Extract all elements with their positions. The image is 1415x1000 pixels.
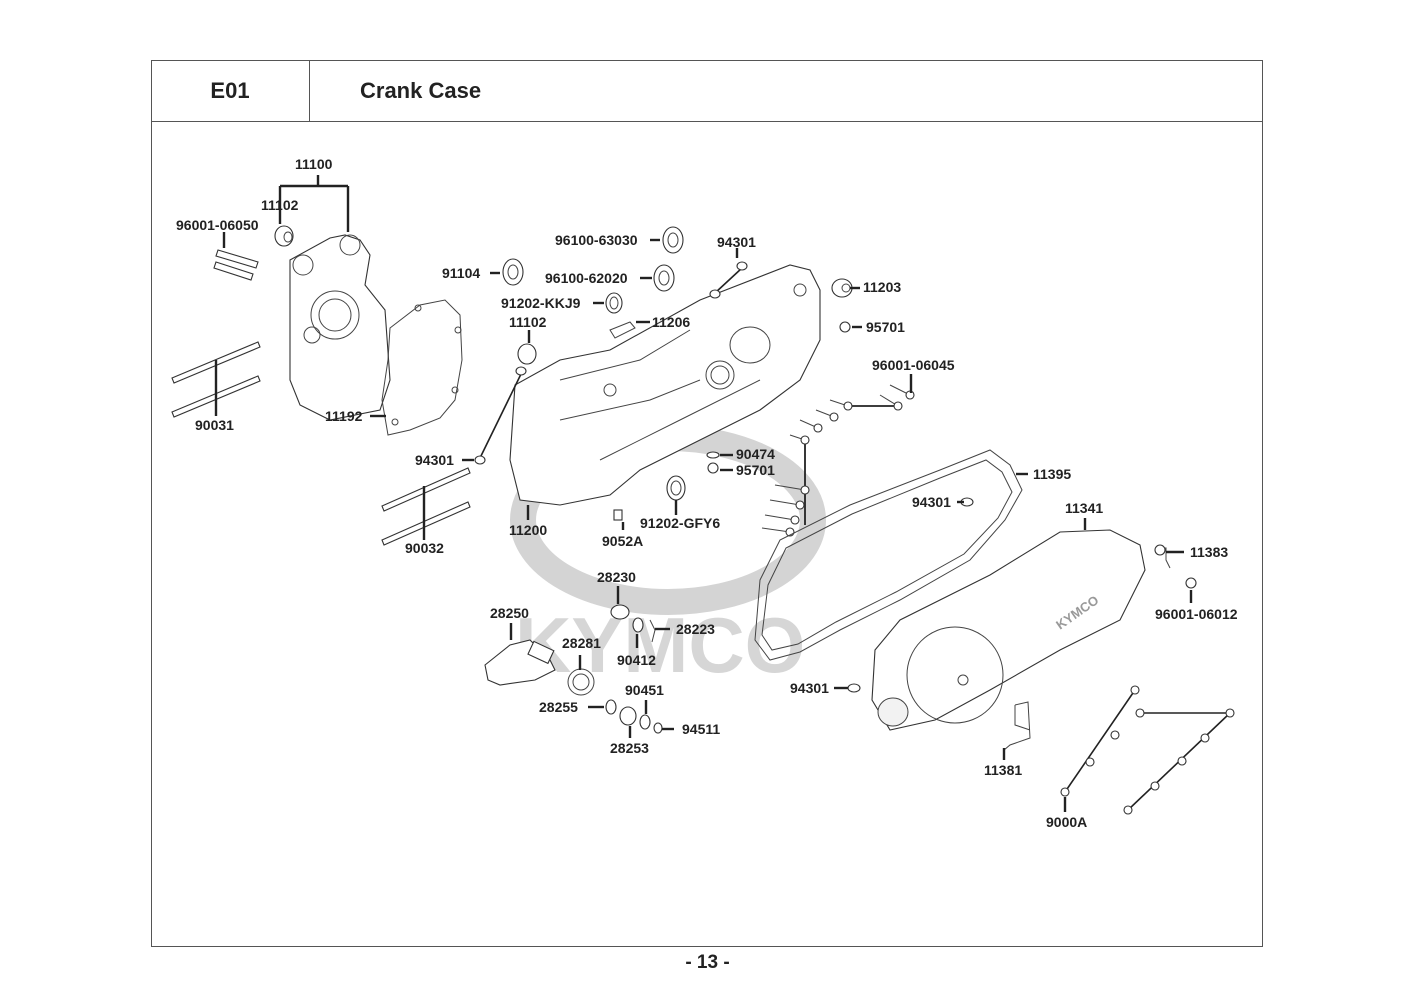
callout-labels: 11100 11102 96001-06050 90031 11192 9110… [176, 156, 1238, 830]
header-divider [310, 121, 1263, 122]
callout-28281: 28281 [562, 635, 601, 651]
plate-11206-part [609, 321, 636, 339]
clamp-11383-part [1154, 544, 1171, 569]
callout-11341: 11341 [1065, 500, 1103, 516]
dowel-11102b-part [517, 343, 537, 365]
bolts-9000a-part [1060, 685, 1235, 815]
bearing-96100-63030-part [662, 226, 684, 254]
gasket-11192-part [381, 299, 463, 436]
callout-11203: 11203 [863, 279, 901, 295]
transmission-cover-11341-part: KYMCO [871, 529, 1146, 731]
bearing-96100-62020-part [653, 264, 675, 292]
section-code: E01 [151, 60, 310, 122]
callout-94301-a: 94301 [717, 234, 756, 250]
callout-96001-06045: 96001-06045 [872, 357, 955, 373]
callout-91202-gfy6: 91202-GFY6 [640, 515, 720, 531]
callout-96001-06050: 96001-06050 [176, 217, 259, 233]
callout-28250: 28250 [490, 605, 529, 621]
dowel-11102-part [274, 225, 294, 247]
pin-94301b-part [474, 366, 527, 465]
callout-96100-62020: 96100-62020 [545, 270, 628, 286]
washer-90451-part [639, 714, 651, 730]
callout-94511: 94511 [682, 721, 720, 737]
kick-shaft-28250-part [484, 639, 556, 686]
page-number: - 13 - [685, 952, 730, 973]
callout-90474: 90474 [736, 446, 775, 462]
callout-96100-63030: 96100-63030 [555, 232, 638, 248]
bearing-91104-part [502, 258, 524, 286]
bolt-96001-06012-part [1185, 577, 1197, 589]
pin-94301a-part [709, 261, 748, 299]
callout-28253: 28253 [610, 740, 649, 756]
callout-91202-kkj9: 91202-KKJ9 [501, 295, 581, 311]
callout-94301-b: 94301 [415, 452, 454, 468]
oil-seal-91202-gfy6-part [666, 475, 686, 501]
callout-28255: 28255 [539, 699, 578, 715]
callout-11102: 11102 [261, 197, 299, 213]
leader-lines [214, 175, 1193, 812]
callout-90412: 90412 [617, 652, 656, 668]
callout-96001-06012: 96001-06012 [1155, 606, 1238, 622]
callout-28230: 28230 [597, 569, 636, 585]
bolt-95701b-part [707, 462, 719, 474]
diagram-frame [151, 60, 1263, 947]
callout-11192: 11192 [325, 408, 363, 424]
pin-94301d-part [847, 683, 861, 693]
callout-9052a: 9052A [602, 533, 643, 549]
studs-90032-part [381, 467, 471, 546]
callout-90451: 90451 [625, 682, 664, 698]
watermark-text: KYMCO [515, 601, 805, 689]
bushing-28253-part [619, 706, 637, 726]
callout-91104: 91104 [442, 265, 480, 281]
bolts-96001-06050-part [213, 249, 259, 281]
callout-11381: 11381 [984, 762, 1022, 778]
callout-11102-b: 11102 [509, 314, 547, 330]
callout-95701-a: 95701 [866, 319, 905, 335]
callout-28223: 28223 [676, 621, 715, 637]
gasket-11395-part [754, 449, 1023, 661]
washer-28255-part [605, 699, 617, 715]
spindle-28230-part [610, 604, 630, 620]
callout-94301-c: 94301 [912, 494, 951, 510]
washer-90412-part [632, 617, 644, 633]
callout-11206: 11206 [652, 314, 690, 330]
plug-9052a-part [613, 509, 623, 521]
callout-90032: 90032 [405, 540, 444, 556]
callout-11383: 11383 [1190, 544, 1228, 560]
clip-94511-part [653, 722, 663, 734]
callout-95701-b: 95701 [736, 462, 775, 478]
main-crankcase-part [509, 264, 821, 506]
callout-9000a: 9000A [1046, 814, 1087, 830]
washer-90474-part [706, 451, 720, 459]
dowel-11203-part [831, 278, 853, 298]
callout-11395: 11395 [1033, 466, 1071, 482]
bolt-95701a-part [839, 321, 851, 333]
bracket-11381-part [1003, 701, 1031, 751]
oil-seal-91202-kkj9-part [605, 292, 623, 314]
callout-94301-d: 94301 [790, 680, 829, 696]
left-crankcase-part [289, 234, 391, 421]
callout-11100: 11100 [295, 156, 333, 172]
callout-11200: 11200 [509, 522, 547, 538]
callout-90031: 90031 [195, 417, 234, 433]
section-title: Crank Case [360, 78, 482, 103]
